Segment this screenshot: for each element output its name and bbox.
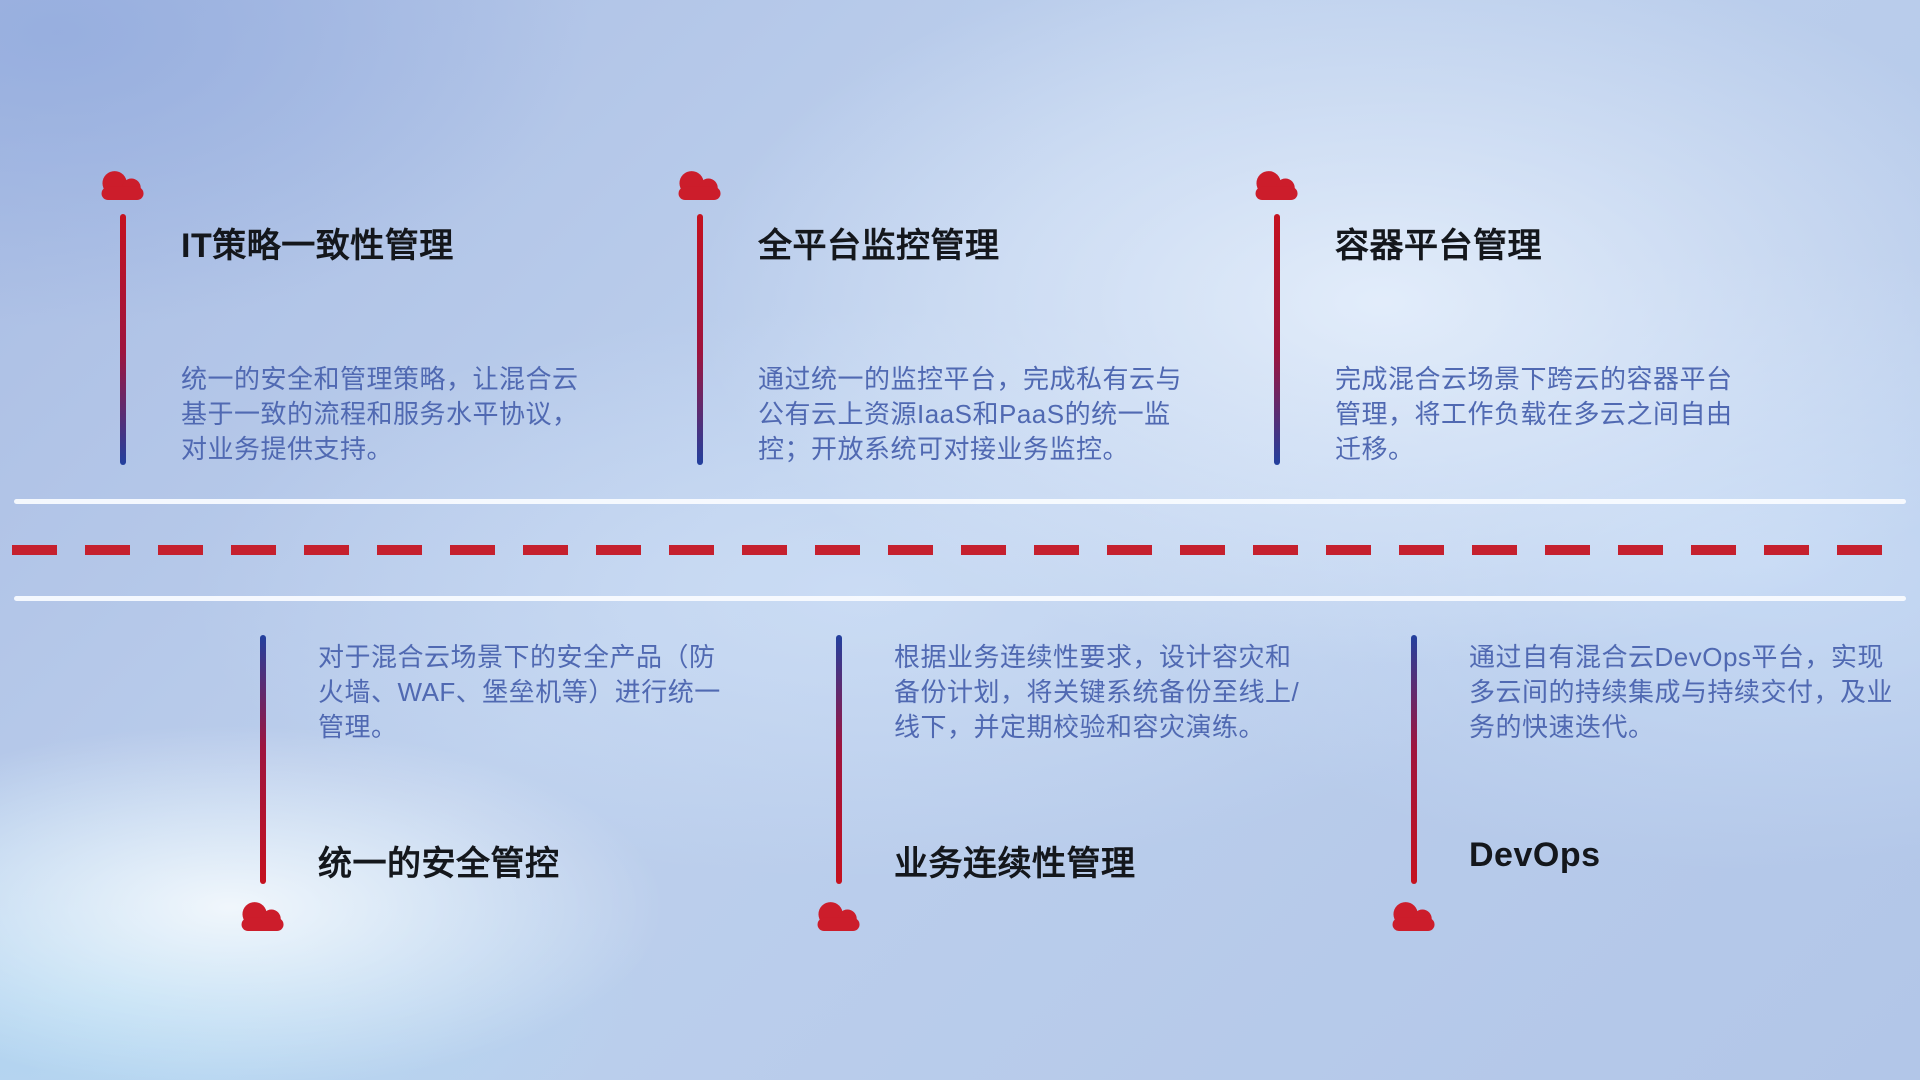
cloud-icon xyxy=(678,171,721,200)
cloud-icon xyxy=(241,902,284,931)
connector-line xyxy=(1411,635,1417,884)
cloud-icon xyxy=(1255,171,1298,200)
item-description: 完成混合云场景下跨云的容器平台管理，将工作负载在多云之间自由迁移。 xyxy=(1335,364,1733,464)
cloud-icon xyxy=(817,902,860,931)
item-description: 根据业务连续性要求，设计容灾和备份计划，将关键系统备份至线上/线下，并定期校验和… xyxy=(894,642,1300,742)
item-description: 通过自有混合云DevOps平台，实现多云间的持续集成与持续交付，及业务的快速迭代… xyxy=(1469,642,1894,742)
timeline-solid-line-bottom xyxy=(14,596,1906,601)
item-title: 统一的安全管控 xyxy=(318,845,560,883)
item-description: 通过统一的监控平台，完成私有云与公有云上资源IaaS和PaaS的统一监控；开放系… xyxy=(758,364,1183,464)
connector-line xyxy=(1274,214,1280,465)
connector-line xyxy=(120,214,126,465)
item-title: IT策略一致性管理 xyxy=(181,227,454,265)
connector-line xyxy=(836,635,842,884)
item-title: DevOps xyxy=(1469,836,1601,874)
item-title: 容器平台管理 xyxy=(1335,227,1542,265)
item-description: 统一的安全和管理策略，让混合云基于一致的流程和服务水平协议，对业务提供支持。 xyxy=(181,364,579,464)
connector-line xyxy=(260,635,266,884)
timeline-dashed-line xyxy=(12,545,1908,555)
connector-line xyxy=(697,214,703,465)
cloud-icon xyxy=(1392,902,1435,931)
timeline-solid-line-top xyxy=(14,499,1906,504)
item-title: 全平台监控管理 xyxy=(758,227,1000,265)
item-title: 业务连续性管理 xyxy=(894,845,1136,883)
item-description: 对于混合云场景下的安全产品（防火墙、WAF、堡垒机等）进行统一管理。 xyxy=(318,642,721,742)
cloud-icon xyxy=(101,171,144,200)
